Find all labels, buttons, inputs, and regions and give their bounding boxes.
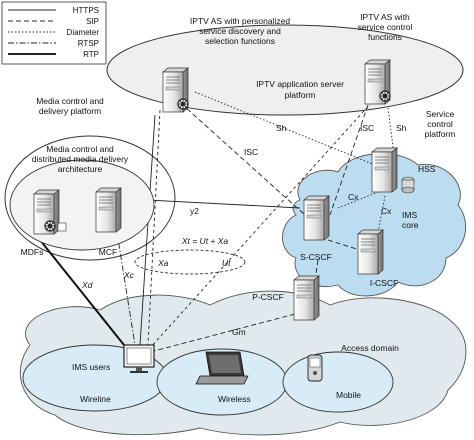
gm-label: Gm [232,327,246,337]
tv-device[interactable] [123,344,155,373]
isc-mid-label: ISC [244,147,258,157]
xt-ellipse [134,249,246,275]
mobile-label: Mobile [336,390,361,400]
as1-label-line1: IPTV AS with personalized [190,16,290,26]
sh-left-label: Sh [276,123,287,133]
mobile-phone-device[interactable] [307,354,323,382]
mobile-ellipse [282,351,394,413]
ut-label: Ut [222,258,231,268]
line-rtsp-xc [114,219,136,346]
legend-label-rtsp: RTSP [78,39,99,48]
app-server-platform-ellipse [106,24,464,116]
s-cscf-server[interactable] [303,195,330,241]
hss-server[interactable] [371,147,415,194]
line-cx-icscf [377,195,386,233]
app-platform-labels: IPTV AS with personalized service discov… [190,12,413,100]
iptv-as-discovery-server[interactable] [162,67,189,113]
platform-label-line1: IPTV application server [256,79,344,89]
isc-right-label: ISC [360,123,374,133]
s-cscf-label: S-CSCF [300,252,332,262]
line-sip-isc-left [174,97,306,216]
as1-label-line2: service discovery and [199,26,281,36]
legend-label-https: HTTPS [73,6,99,15]
interface-labels: Sh Sh ISC ISC y2 Cx Cx Xt = Ut + Xa Xa U… [81,123,407,337]
cx-2-label: Cx [381,206,392,216]
as1-label-line3: selection functions [205,36,275,46]
i-cscf-server[interactable] [357,229,384,275]
as2-label-line1: IPTV AS with [360,12,410,22]
xc-label: Xc [123,270,135,280]
legend-label-rtp: RTP [83,50,99,59]
platform-label-line2: platform [285,90,316,100]
line-sip-isc-right [329,104,369,216]
media-inner-label-line3: architecture [58,164,103,174]
access-domain-label: Access domain [341,343,399,353]
ims-users-label: IMS users [72,362,110,372]
access-labels: Access domain IMS users Wireline Wireles… [72,343,399,404]
media-outer-label-line1: Media control and [36,96,104,106]
service-control-label-line3: platform [425,129,456,139]
mdfs-label: MDFs [21,247,44,257]
laptop-device[interactable] [195,351,249,385]
line-cx-scscf [337,191,379,209]
xa-label: Xa [157,258,169,268]
service-control-label-line2: control [427,119,453,129]
wireline-label: Wireline [80,394,111,404]
line-rtp-xd [39,239,129,351]
iptv-as-service-control-server[interactable] [364,59,391,105]
wireless-label: Wireless [218,394,251,404]
media-inner-label-line2: distributed media delivery [32,154,129,164]
legend: HTTPS SIP Diameter RTSP RTP [1,1,107,65]
mcf-server[interactable] [95,187,122,233]
sh-right-label: Sh [396,123,407,133]
legend-label-diameter: Diameter [67,28,100,37]
hss-label: HSS [418,164,436,174]
media-outer-label-line2: delivery platform [39,106,101,116]
line-sip-gm [149,307,319,353]
as2-label-line2: service control [358,22,413,32]
line-ut [149,101,373,349]
xd-label: Xd [81,280,93,290]
p-cscf-label: P-CSCF [252,292,284,302]
mcf-label: MCF [99,247,117,257]
p-cscf-server[interactable] [293,275,320,321]
as2-label-line3: functions [368,32,402,42]
xt-equation-label: Xt = Ut + Xa [181,236,229,246]
ims-label-line1: IMS [402,210,417,220]
legend-label-sip: SIP [86,17,99,26]
line-sip-scscf-icscf [327,239,361,251]
cx-1-label: Cx [348,192,359,202]
media-inner-label-line1: Media control and [46,144,114,154]
i-cscf-label: I-CSCF [370,278,398,288]
mdf-server[interactable] [33,189,67,235]
y2-label: y2 [190,206,199,216]
line-https-xc [139,114,156,346]
service-control-label-line1: Service [426,109,455,119]
media-platform-labels: Media control and delivery platform Medi… [21,96,129,257]
ims-label-line2: core [402,220,419,230]
service-control-labels: Service control platform HSS IMS core S-… [252,109,455,302]
line-diameter-sh-left [194,91,376,166]
